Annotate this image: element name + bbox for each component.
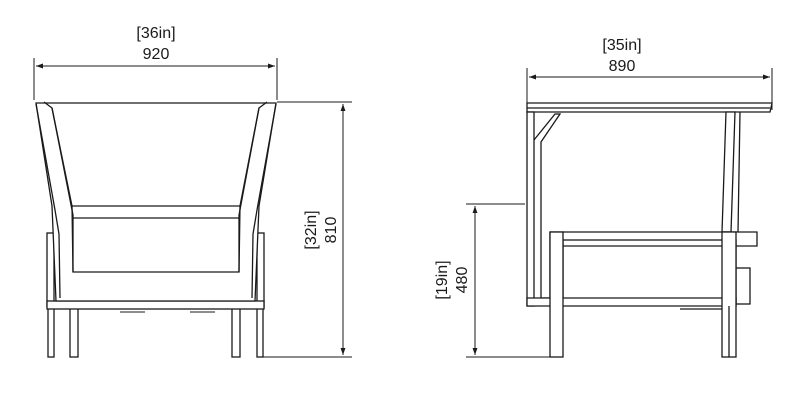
side-depth-mm-label: 890 bbox=[609, 58, 636, 75]
side-rear-post bbox=[721, 111, 736, 233]
front-leg-outer-right bbox=[256, 306, 264, 358]
front-leg-outer-left bbox=[47, 306, 55, 358]
front-height-mm-label: 810 bbox=[323, 217, 340, 244]
chair-side bbox=[526, 102, 773, 358]
side-rear-cushion-block bbox=[735, 267, 751, 305]
front-left-frame-post bbox=[46, 232, 55, 308]
side-back-panel bbox=[526, 111, 535, 307]
side-depth-inches-label: [35in] bbox=[602, 37, 641, 54]
front-height-inches-label: [32in] bbox=[303, 210, 320, 249]
side-view: [35in] 890 [19in] 480 bbox=[434, 37, 773, 358]
front-leg-inner-left bbox=[69, 306, 79, 358]
chair-front bbox=[35, 101, 277, 358]
front-base-rail bbox=[46, 300, 265, 310]
side-seat-height-mm-label: 480 bbox=[454, 267, 471, 294]
side-seat-box bbox=[562, 239, 737, 303]
side-rear-post-inner bbox=[737, 111, 741, 233]
front-view: [36in] 920 [32in] 810 bbox=[33, 25, 352, 358]
front-seat-cushion bbox=[71, 205, 241, 273]
front-width-inches-label: [36in] bbox=[136, 25, 175, 42]
front-backrest-inner bbox=[43, 101, 268, 207]
front-left-armrest bbox=[35, 103, 61, 299]
side-front-leg bbox=[549, 231, 564, 358]
front-right-armrest bbox=[251, 103, 277, 299]
front-leg-inner-right bbox=[231, 306, 241, 358]
front-right-frame-post bbox=[256, 232, 265, 308]
front-shell-body bbox=[35, 102, 277, 302]
side-seat-height-inches-label: [19in] bbox=[434, 260, 451, 299]
front-width-mm-label: 920 bbox=[143, 46, 170, 63]
